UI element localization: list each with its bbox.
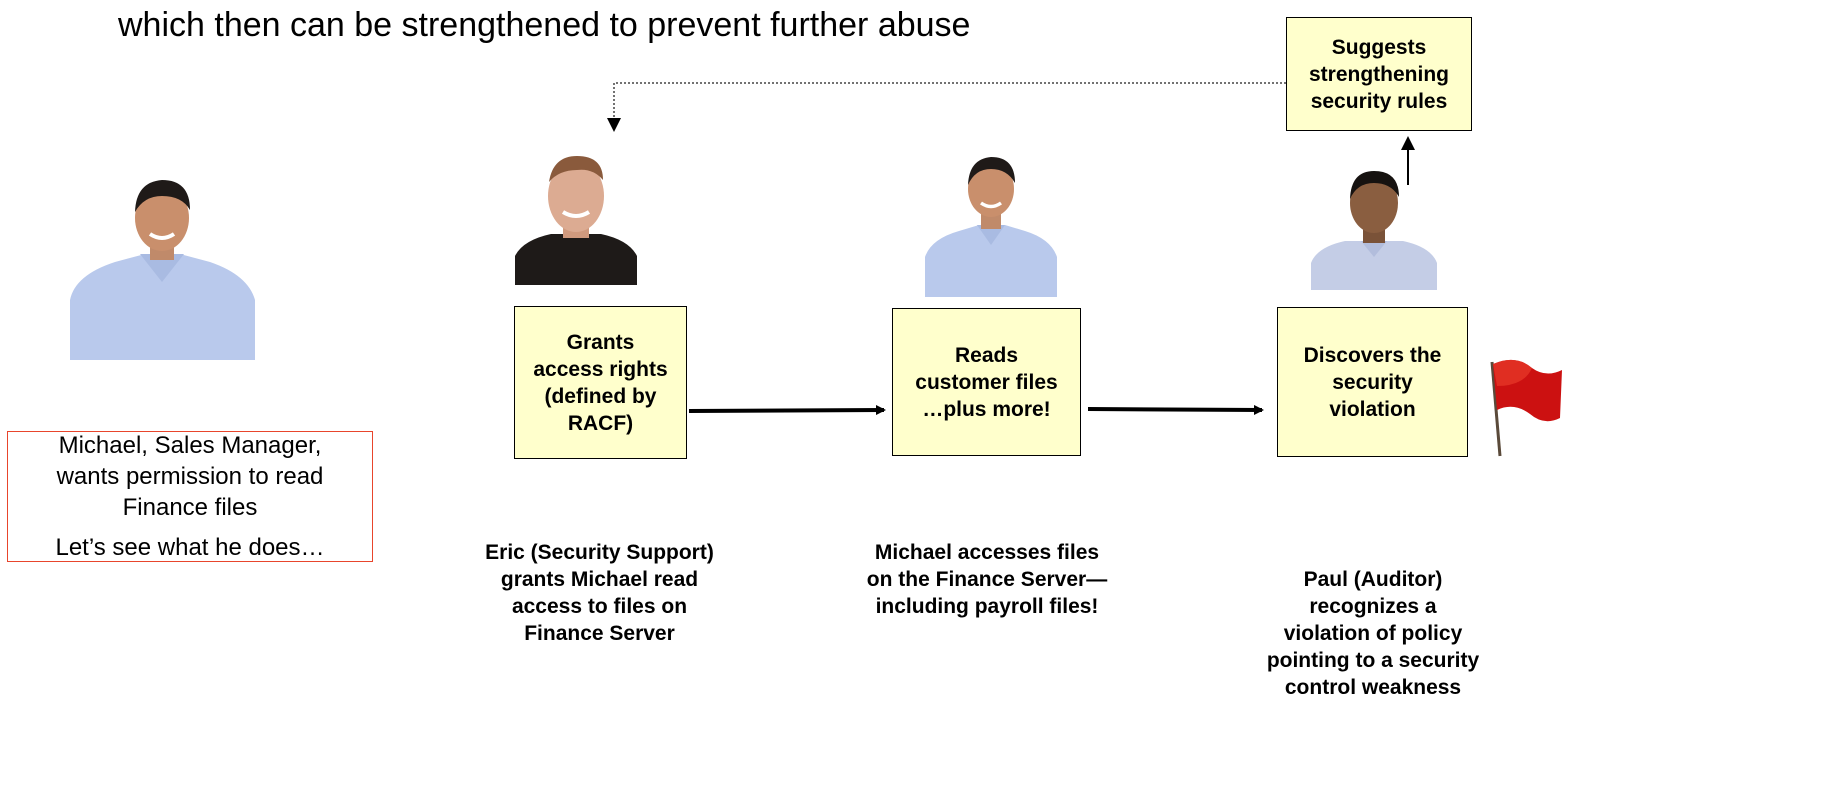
box-line: Reads xyxy=(954,343,1019,367)
intro-line: Michael, Sales Manager, xyxy=(58,432,322,459)
red-flag-icon xyxy=(1490,359,1562,457)
caption-line: Paul (Auditor) xyxy=(1303,568,1443,591)
grant-access-box: Grants access rights (defined by RACF) xyxy=(514,306,687,459)
paul-caption: Paul (Auditor) recognizes a violation of… xyxy=(1233,566,1513,701)
michael-photo-reads xyxy=(925,157,1057,297)
discover-violation-box: Discovers the security violation xyxy=(1277,307,1468,457)
box-line: access rights xyxy=(533,357,668,381)
eric-caption: Eric (Security Support) grants Michael r… xyxy=(462,539,737,647)
michael-photo-intro xyxy=(70,180,255,360)
caption-line: including payroll files! xyxy=(875,595,1099,618)
box-line: (defined by xyxy=(544,384,657,408)
box-line: Grants xyxy=(566,330,635,354)
caption-line: Michael accesses files xyxy=(874,541,1100,564)
caption-line: Eric (Security Support) xyxy=(485,541,714,564)
caption-line: access to files on xyxy=(511,595,688,618)
suggest-strengthening-box: Suggests strengthening security rules xyxy=(1286,17,1472,131)
caption-line: grants Michael read xyxy=(500,568,699,591)
caption-line: Finance Server xyxy=(524,622,675,645)
caption-line: on the Finance Server— xyxy=(866,568,1108,591)
box-line: Suggests xyxy=(1331,35,1427,59)
arrow-grant-to-read xyxy=(688,405,886,416)
intro-line: Finance files xyxy=(122,494,258,521)
box-line: …plus more! xyxy=(922,397,1051,421)
paul-photo xyxy=(1311,171,1437,290)
box-line: customer files xyxy=(915,370,1058,394)
intro-followup: Let’s see what he does… xyxy=(55,534,325,561)
caption-line: control weakness xyxy=(1284,676,1462,699)
intro-box: Michael, Sales Manager, wants permission… xyxy=(7,431,373,562)
box-line: strengthening xyxy=(1309,62,1449,86)
box-line: violation xyxy=(1329,397,1416,421)
caption-line: pointing to a security xyxy=(1266,649,1480,672)
caption-line: recognizes a xyxy=(1309,595,1437,618)
headline: which then can be strengthened to preven… xyxy=(118,6,971,44)
arrow-read-to-discover xyxy=(1087,404,1264,415)
arrow-feedback-to-grant xyxy=(607,82,1286,132)
box-line: RACF) xyxy=(567,411,634,435)
box-line: security xyxy=(1332,370,1413,394)
intro-line: wants permission to read xyxy=(56,463,324,490)
michael-caption: Michael accesses files on the Finance Se… xyxy=(842,539,1132,620)
eric-photo xyxy=(515,156,637,285)
read-files-box: Reads customer files …plus more! xyxy=(892,308,1081,456)
caption-line: violation of policy xyxy=(1283,622,1463,645)
box-line: Discovers the xyxy=(1303,343,1442,367)
box-line: security rules xyxy=(1310,89,1448,113)
